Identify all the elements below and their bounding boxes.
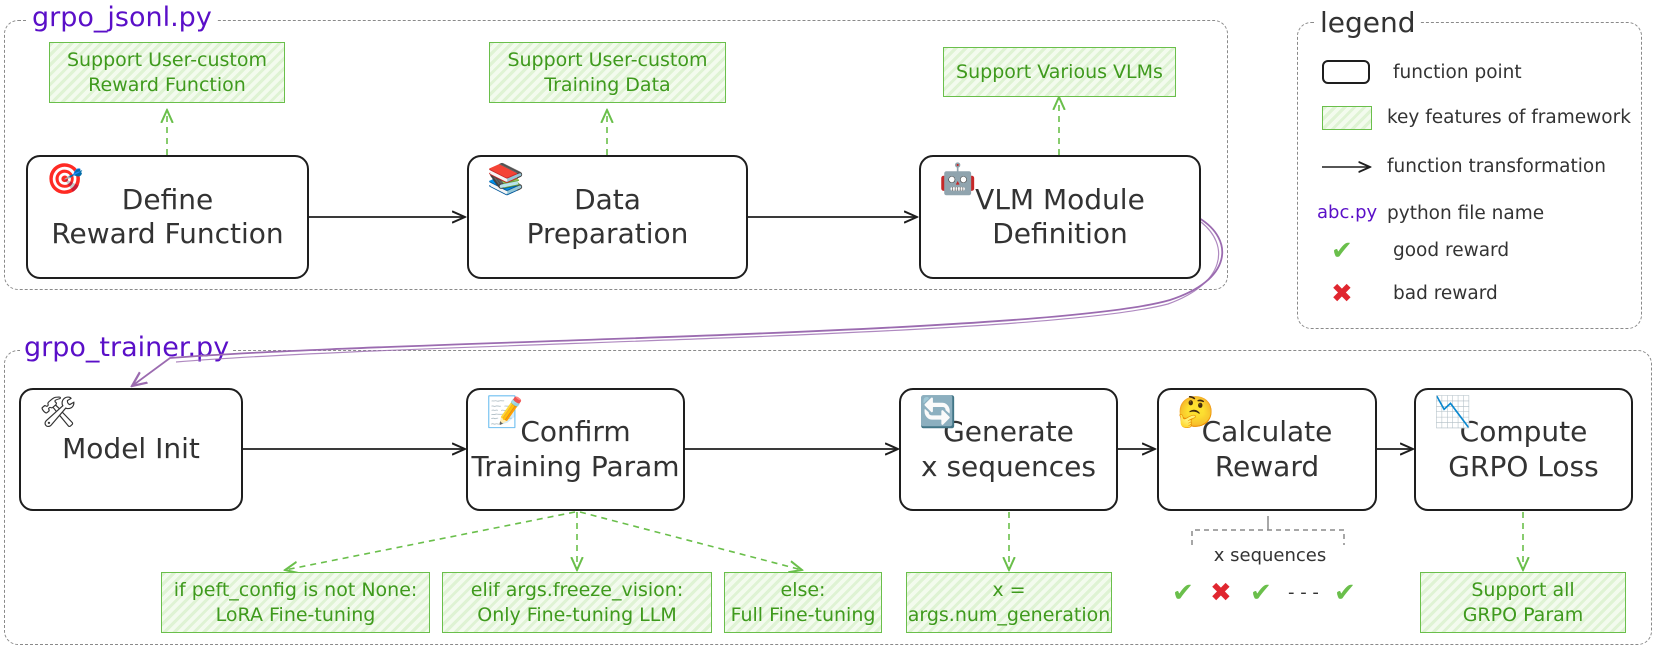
refresh-icon: 🔄 (919, 395, 957, 430)
calculate-reward-label: Calculate Reward (1201, 415, 1333, 483)
good-reward-mark: ✔ (1334, 578, 1356, 608)
legend-panel (1297, 22, 1642, 329)
confirm-training-param-label: Confirm Training Param (471, 415, 680, 483)
legend-title: legend (1316, 6, 1420, 39)
good-reward-mark: ✔ (1250, 578, 1272, 608)
feature-full-finetuning: else: Full Fine-tuning (724, 572, 882, 633)
compute-grpo-loss-label: Compute GRPO Loss (1448, 415, 1599, 483)
chart-decreasing-icon: 📉 (1434, 395, 1472, 430)
data-preparation-label: Data Preparation (526, 182, 689, 250)
feature-custom-reward: Support User-custom Reward Function (49, 42, 285, 103)
legend-good-reward-label: good reward (1393, 240, 1510, 261)
target-icon: 🎯 (46, 162, 84, 197)
memo-icon: 📝 (486, 395, 524, 430)
calculate-reward-node: 🤔 Calculate Reward (1157, 388, 1377, 511)
legend-function-point-label: function point (1393, 62, 1522, 83)
data-preparation-node: 📚 Data Preparation (467, 155, 748, 279)
feature-arrow-full (579, 511, 802, 570)
tools-icon: 🛠 (39, 395, 78, 430)
ellipsis-mark: - - - (1288, 582, 1319, 603)
legend-good-reward-icon: ✔ (1331, 236, 1353, 266)
legend-python-file-name-label: python file name (1387, 203, 1545, 224)
link-vlm-to-model-init (132, 217, 1223, 386)
compute-grpo-loss-node: 📉 Compute GRPO Loss (1414, 388, 1633, 511)
x-sequences-bracket (1191, 529, 1345, 545)
confirm-training-param-node: 📝 Confirm Training Param (466, 388, 685, 511)
feature-custom-data: Support User-custom Training Data (489, 42, 726, 103)
grpo-jsonl-title: grpo_jsonl.py (28, 4, 216, 31)
define-reward-function-node: 🎯 Define Reward Function (26, 155, 309, 279)
legend-function-point-swatch (1322, 60, 1370, 84)
grpo-jsonl-group (4, 20, 1228, 290)
vlm-module-definition-label: VLM Module Definition (975, 182, 1145, 250)
feature-num-generation: x = args.num_generation (906, 572, 1112, 633)
model-init-node: 🛠 Model Init (19, 388, 243, 511)
feature-arrow-lora (285, 511, 576, 570)
feature-lora: if peft_config is not None: LoRA Fine-tu… (161, 572, 430, 633)
thinking-face-icon: 🤔 (1177, 395, 1215, 430)
vlm-module-definition-node: 🤖 VLM Module Definition (919, 155, 1201, 279)
generate-sequences-node: 🔄 Generate x sequences (899, 388, 1118, 511)
legend-key-features-swatch (1322, 106, 1372, 130)
grpo-trainer-group (4, 350, 1652, 645)
grpo-trainer-title: grpo_trainer.py (20, 334, 234, 361)
books-icon: 📚 (487, 162, 525, 197)
model-init-label: Model Init (62, 432, 200, 466)
reward-marks: ✔ ✖ ✔ - - - ✔ (1170, 578, 1370, 614)
feature-freeze-vision: elif args.freeze_vision: Only Fine-tunin… (442, 572, 712, 633)
define-reward-function-label: Define Reward Function (51, 182, 284, 250)
feature-grpo-param: Support all GRPO Param (1420, 572, 1626, 633)
legend-bad-reward-icon: ✖ (1331, 279, 1353, 309)
good-reward-mark: ✔ (1172, 578, 1194, 608)
legend-key-features-label: key features of framework (1387, 107, 1631, 128)
feature-various-vlms: Support Various VLMs (943, 47, 1176, 97)
generate-sequences-label: Generate x sequences (921, 415, 1096, 483)
legend-python-file-example: abc.py (1317, 202, 1378, 223)
bad-reward-mark: ✖ (1210, 578, 1232, 608)
legend-bad-reward-label: bad reward (1393, 283, 1498, 304)
robot-icon: 🤖 (939, 162, 977, 197)
x-sequences-label: x sequences (1213, 545, 1327, 566)
legend-function-transformation-label: function transformation (1387, 156, 1606, 177)
